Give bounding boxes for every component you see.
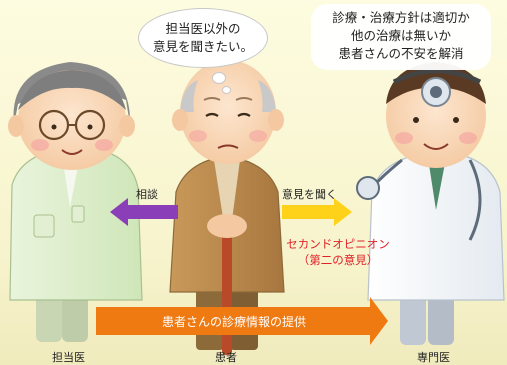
info-provision-label: 患者さんの診療情報の提供 [162, 315, 307, 329]
ask-opinion-label: 意見を聞く [282, 188, 337, 201]
info-provision-arrow [96, 297, 388, 345]
thought-dot-large [212, 72, 226, 84]
second-opinion-line-1: セカンドオピニオン [286, 237, 390, 251]
consult-label: 相談 [136, 188, 158, 201]
specialist-note-line-1: 診療・治療方針は適切か [332, 10, 470, 25]
patient-caption: 患者 [215, 351, 237, 364]
attending-doctor-caption: 担当医 [52, 351, 85, 364]
thought-dot-small [222, 86, 231, 94]
specialist-doctor-figure [356, 62, 505, 345]
specialist-note: 診療・治療方針は適切か 他の治療は無いか 患者さんの不安を解消 [311, 4, 491, 70]
second-opinion-label: セカンドオピニオン （第二の意見） [272, 236, 404, 268]
consult-arrow [110, 198, 178, 226]
specialist-caption: 専門医 [417, 351, 450, 364]
ask-opinion-arrow [282, 198, 352, 226]
specialist-note-line-2: 他の治療は無いか [350, 28, 451, 43]
second-opinion-line-2: （第二の意見） [297, 253, 379, 267]
attending-doctor-figure [8, 62, 143, 342]
patient-bubble-line-2: 意見を聞きたい。 [152, 39, 253, 54]
patient-bubble-line-1: 担当医以外の [165, 21, 241, 36]
patient-speech-bubble: 担当医以外の 意見を聞きたい。 [138, 8, 268, 68]
specialist-note-line-3: 患者さんの不安を解消 [338, 46, 464, 61]
